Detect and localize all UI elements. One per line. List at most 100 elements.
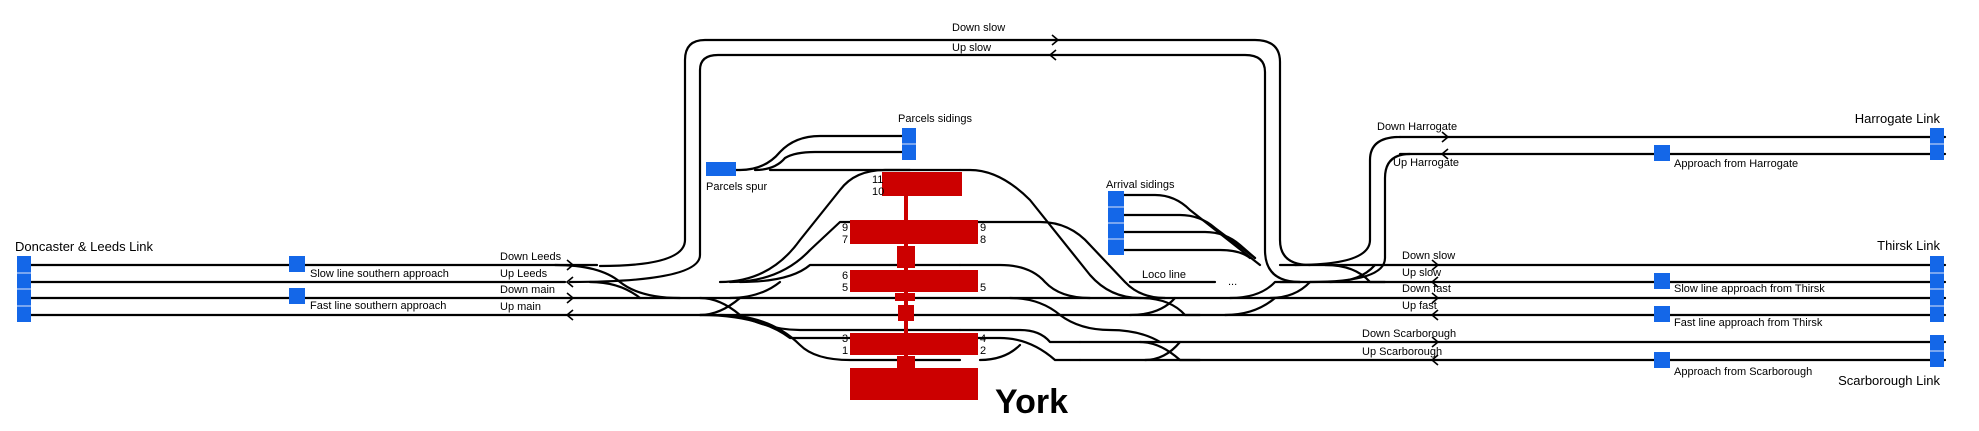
arrow-down-slow-top [1051,34,1060,46]
fast-south-approach-label: Fast line southern approach [310,300,446,312]
track-crossover-s1 [553,263,682,300]
down-slow-label: Down slow [1402,250,1455,262]
station-roads [553,168,1387,362]
track-south-fan-4 [728,280,782,300]
thirsk-link-label: Thirsk Link [1877,238,1940,253]
terminal-grid-lines [17,143,1944,352]
platform-7-9 [850,220,978,244]
up-harrogate-label: Up Harrogate [1393,157,1459,169]
slow-south-approach-marker[interactable] [289,256,305,272]
track-south-fan-7 [738,313,962,332]
footbridge [904,190,908,365]
station-name: York [995,383,1068,421]
scarborough-link-label: Scarborough Link [1838,373,1940,388]
scarborough-approach-marker[interactable] [1654,352,1670,368]
track-crossover-n8 [1143,340,1182,362]
arrow-up-leeds [565,276,574,288]
track-avoid-inner [568,53,1302,284]
avoiding-lines [568,38,1312,284]
platform-numbers: 11 10 9 9 7 8 6 5 5 3 4 1 2 [842,174,986,357]
track-crossover-n7 [1138,340,1202,362]
down-scarborough-label: Down Scarborough [1362,328,1456,340]
platform-label: 11 [872,174,883,186]
down-slow-top-label: Down slow [952,22,1005,34]
down-leeds-label: Down Leeds [500,251,562,263]
doncaster-leeds-link-label: Doncaster & Leeds Link [15,239,154,254]
stairs-2 [898,305,914,321]
platform-label: 1 [842,345,848,357]
arrow-down-main [566,292,575,304]
arrow-down-leeds [566,259,575,271]
platform-label: 5 [980,282,986,294]
arrow-up-scarborough [1430,354,1439,366]
arrival-sidings-label: Arrival sidings [1106,179,1175,191]
track-crossover-n6 [1328,263,1377,284]
harrogate-approach-label: Approach from Harrogate [1674,158,1798,170]
main-running-lines [23,135,1947,362]
arrow-down-fast [1431,292,1440,304]
arrow-up-slow-top [1048,49,1057,61]
arrow-up-fast [1430,309,1439,321]
track-crossover-n5 [1323,263,1387,284]
track-parcels-2 [753,150,912,172]
platform-label: 3 [842,333,848,345]
parcels-spur-label: Parcels spur [706,181,767,193]
stairs-3 [897,356,915,370]
up-leeds-label: Up Leeds [500,268,548,280]
platform-label: 5 [842,282,848,294]
platform-label: 7 [842,234,848,246]
direction-arrows [565,34,1450,366]
parcels-area [713,134,912,172]
up-fast-label: Up fast [1402,300,1437,312]
slow-south-approach-label: Slow line southern approach [310,268,449,280]
platform-1-3 [850,333,978,355]
track-north-fan-2 [958,220,1167,300]
track-arrival-2 [1108,213,1257,260]
harrogate-link-label: Harrogate Link [1855,111,1941,126]
arrow-down-scarborough [1431,336,1440,348]
up-scarborough-label: Up Scarborough [1362,346,1442,358]
track-crossover-n2 [1128,296,1177,317]
down-harrogate-label: Down Harrogate [1377,121,1457,133]
signal-markers [17,128,1944,368]
fast-thirsk-approach-label: Fast line approach from Thirsk [1674,317,1823,329]
platform-label: 2 [980,345,986,357]
arrival-sidings-area [1108,193,1262,284]
up-slow-label: Up slow [1402,267,1441,279]
platform-5-6 [850,270,978,292]
down-main-label: Down main [500,284,555,296]
stairs-4 [895,293,915,301]
platform-main [850,368,978,400]
york-station [850,172,978,400]
platform-label: 9 [980,222,986,234]
track-north-fan-6 [978,343,1022,362]
fast-south-approach-marker[interactable] [289,288,305,304]
loco-line-end-marker: ... [1228,276,1237,288]
loco-line-label: Loco line [1142,269,1186,281]
track-arrival-1 [1108,193,1262,267]
harrogate-approach-marker[interactable] [1654,145,1670,161]
platform-label: 8 [980,234,986,246]
arrow-down-harrogate [1441,131,1450,143]
platform-10-11 [882,172,962,196]
parcels-spur-marker[interactable] [706,162,736,176]
arrow-up-harrogate [1440,148,1449,160]
labels: Doncaster & Leeds Link Harrogate Link Th… [15,22,1940,388]
slow-thirsk-approach-label: Slow line approach from Thirsk [1674,283,1825,295]
track-north-fan-4 [958,336,1082,362]
track-avoid-outer [598,38,1312,268]
fast-thirsk-approach-marker[interactable] [1654,306,1670,322]
slow-thirsk-approach-marker[interactable] [1654,273,1670,289]
track-north-fan-1 [958,168,1142,300]
scarborough-approach-label: Approach from Scarborough [1674,366,1812,378]
track-south-fan-1 [718,168,962,284]
track-north-fan-3 [958,263,1092,300]
track-crossover-n4 [1223,296,1277,317]
track-harrogate-curve-1 [1293,135,1402,267]
track-crossover-n9 [1268,280,1312,300]
up-slow-top-label: Up slow [952,42,991,54]
stairs-1 [897,246,915,268]
platform-label: 4 [980,333,986,345]
arrow-up-slow [1430,276,1439,288]
